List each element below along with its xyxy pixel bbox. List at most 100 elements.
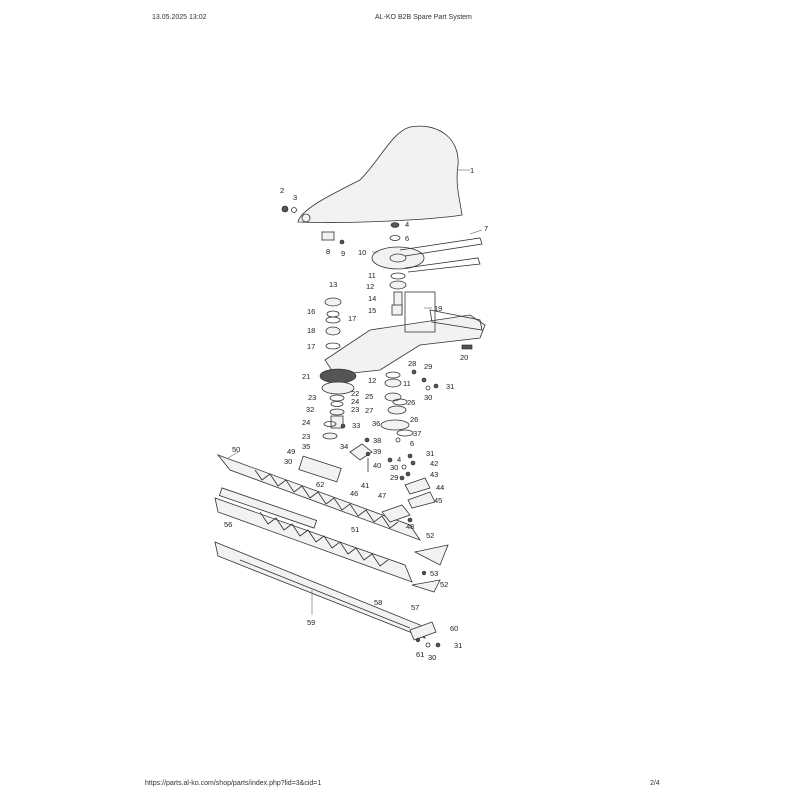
part-label: 14 xyxy=(368,294,376,303)
part-label: 62 xyxy=(316,480,324,489)
part-label: 22 xyxy=(351,389,359,398)
part-label: 25 xyxy=(365,392,373,401)
handle-mount xyxy=(429,309,483,331)
nut-29 xyxy=(421,377,427,383)
crank-disc-21 xyxy=(319,368,357,384)
part-label: 45 xyxy=(434,496,442,505)
bracket-47 xyxy=(381,504,411,523)
leader-7 xyxy=(469,229,483,235)
blade-teeth-46 xyxy=(254,469,399,529)
part-label: 15 xyxy=(368,306,376,315)
part-label: 3 xyxy=(293,193,297,202)
part-label: 6 xyxy=(410,439,414,448)
page-title: AL-KO B2B Spare Part System xyxy=(375,14,472,21)
screw-48 xyxy=(407,517,413,523)
nut-43 xyxy=(405,471,411,477)
pulley-hub xyxy=(389,253,407,263)
disc-26 xyxy=(392,398,408,406)
washer-6b xyxy=(395,437,401,443)
part-label: 21 xyxy=(302,372,310,381)
ring-24b xyxy=(323,421,337,427)
washer-3 xyxy=(291,207,297,213)
part-label: 50 xyxy=(232,445,240,454)
lower-blade-51 xyxy=(214,497,413,583)
plate-44 xyxy=(404,477,431,495)
washer-30c xyxy=(425,642,431,648)
part-label: 30 xyxy=(424,393,432,402)
part-label: 39 xyxy=(373,447,381,456)
part-label: 11 xyxy=(368,271,376,280)
ring-24 xyxy=(330,401,344,407)
part-label: 2 xyxy=(280,186,284,195)
bearing-11 xyxy=(390,272,406,280)
part-label: 10 xyxy=(358,248,366,257)
part-label: 16 xyxy=(307,307,315,316)
part-label: 23 xyxy=(308,393,316,402)
nut-31c xyxy=(435,642,441,648)
washer-30b xyxy=(401,464,407,470)
part-label: 29 xyxy=(390,473,398,482)
spring-32 xyxy=(330,415,344,429)
part-label: 17 xyxy=(307,342,315,351)
bearing-12b xyxy=(384,378,402,388)
part-label: 18 xyxy=(307,326,315,335)
part-label: 36 xyxy=(372,419,380,428)
part-label: 26 xyxy=(410,415,418,424)
part-label: 29 xyxy=(424,362,432,371)
part-label: 58 xyxy=(374,598,382,607)
pin-9 xyxy=(339,239,345,245)
part-label: 38 xyxy=(373,436,381,445)
part-label-group: 1 2 3 4 6 7 8 9 10 11 12 13 14 15 16 17 … xyxy=(224,166,488,662)
clamp-34 xyxy=(349,443,373,461)
page-number: 2/4 xyxy=(650,780,660,787)
pin-33 xyxy=(340,423,346,429)
part-label: 31 xyxy=(454,641,462,650)
part-label: 40 xyxy=(373,461,381,470)
bearing-11b xyxy=(385,371,401,379)
part-label: 7 xyxy=(484,224,488,233)
part-label: 52 xyxy=(426,531,434,540)
screw-61 xyxy=(415,637,421,643)
part-label: 8 xyxy=(326,247,330,256)
part-label: 6 xyxy=(405,234,409,243)
footer-url[interactable]: https://parts.al-ko.com/shop/parts/index… xyxy=(145,780,322,787)
part-label: 4 xyxy=(397,455,401,464)
washer-30 xyxy=(425,385,431,391)
part-label: 28 xyxy=(408,359,416,368)
part-label: 26 xyxy=(407,398,415,407)
part-label: 31 xyxy=(446,382,454,391)
ring-37 xyxy=(396,429,414,437)
part-label: 41 xyxy=(361,481,369,490)
part-label: 61 xyxy=(416,650,424,659)
part-label: 59 xyxy=(307,618,315,627)
part-label: 57 xyxy=(411,603,419,612)
part-label: 1 xyxy=(470,166,474,175)
part-label: 51 xyxy=(351,525,359,534)
leader-50 xyxy=(227,451,239,459)
part-label: 19 xyxy=(434,304,442,313)
screw-2 xyxy=(281,205,289,213)
pin-28 xyxy=(411,369,417,375)
nut-4b xyxy=(387,457,393,463)
blade-guide-52 xyxy=(413,544,449,566)
part-label: 24 xyxy=(351,397,359,406)
nut-42 xyxy=(410,460,416,466)
print-timestamp: 13.05.2025 13:02 xyxy=(152,14,207,21)
bearing-12 xyxy=(389,280,407,290)
part-label: 12 xyxy=(366,282,374,291)
part-label: 13 xyxy=(329,280,337,289)
part-label: 47 xyxy=(378,491,386,500)
part-label: 24 xyxy=(302,418,310,427)
part-label: 17 xyxy=(348,314,356,323)
part-label: 23 xyxy=(351,405,359,414)
eccentric-36 xyxy=(380,419,410,431)
screw-31b xyxy=(407,453,413,459)
washer-6 xyxy=(389,235,401,241)
crank-ring-22 xyxy=(321,381,355,395)
part-label: 12 xyxy=(368,376,376,385)
part-label: 37 xyxy=(413,429,421,438)
screw-31 xyxy=(433,383,439,389)
part-label: 49 xyxy=(287,447,295,456)
v-belt-7b xyxy=(404,257,481,273)
blade-teeth-51 xyxy=(259,511,389,567)
